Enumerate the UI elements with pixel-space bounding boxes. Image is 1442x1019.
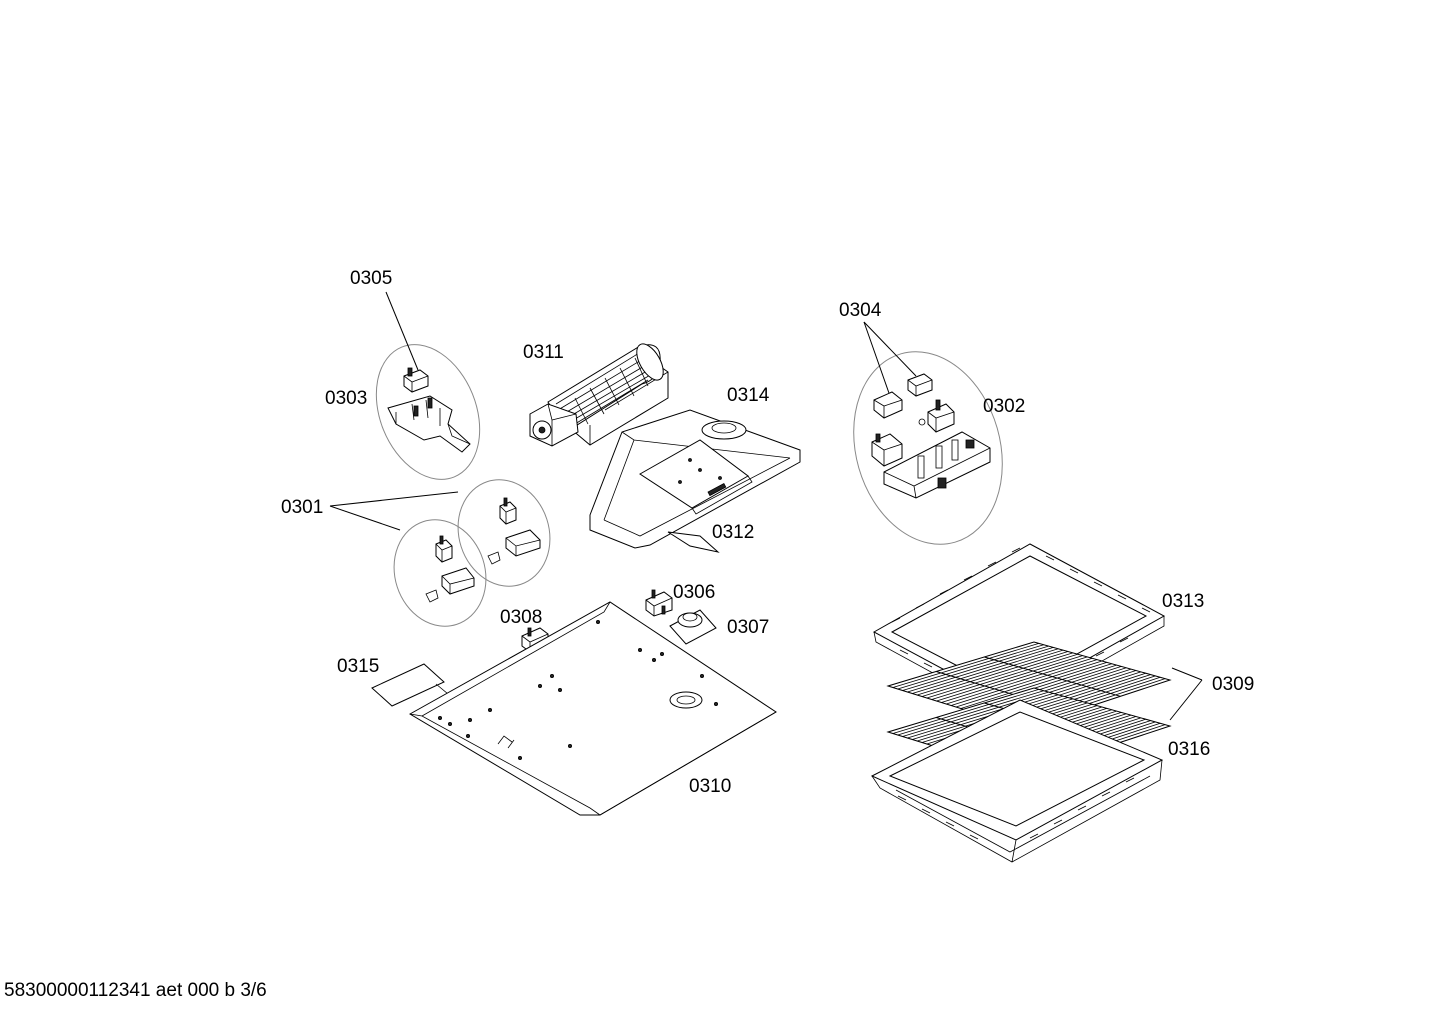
- label-0305: 0305: [350, 268, 392, 289]
- part-group-0302-0304: [853, 321, 1003, 545]
- rack-wire: [917, 649, 1064, 696]
- label-0308: 0308: [500, 607, 542, 628]
- fan-motor-0311: [529, 343, 669, 447]
- rack-wire: [907, 647, 1054, 693]
- rack-wire: [946, 657, 1093, 705]
- switch-0304b-icon: [907, 373, 933, 397]
- label-0301: 0301: [281, 497, 323, 518]
- label-0303: 0303: [325, 388, 367, 409]
- rack-wire: [902, 645, 1049, 691]
- label-0310: 0310: [689, 776, 731, 797]
- label-0302: 0302: [983, 396, 1025, 417]
- rack-wire: [902, 691, 1049, 737]
- switch-0302b-icon: [871, 433, 903, 467]
- rack-wire: [892, 688, 1039, 734]
- rack-wire: [931, 653, 1078, 700]
- label-0307: 0307: [727, 617, 769, 638]
- label-0309: 0309: [1212, 674, 1254, 695]
- switch-0305-icon: [403, 367, 429, 393]
- rack-wire: [955, 660, 1103, 708]
- label-0316: 0316: [1168, 739, 1210, 760]
- deep-tray-0316: [870, 699, 1164, 863]
- label-0313: 0313: [1162, 591, 1204, 612]
- rack-wire: [936, 655, 1083, 702]
- rack-wire: [892, 642, 1039, 688]
- rack-crossbar: [984, 656, 1121, 697]
- deep-tray-perforations: [897, 777, 1135, 840]
- rack-wire: [921, 651, 1069, 697]
- switch-0306-icon: [645, 589, 673, 617]
- fan-blades: [555, 349, 653, 431]
- switch-0301b-icon: [425, 535, 475, 603]
- switch-0304a-icon: [873, 391, 903, 419]
- label-0315: 0315: [337, 656, 379, 677]
- rack-wire: [912, 694, 1059, 740]
- label-0314: 0314: [727, 385, 770, 406]
- rack-wire: [926, 652, 1073, 699]
- base-panel-0310: [408, 601, 777, 816]
- document-footer: 58300000112341 aet 000 b 3/6: [4, 980, 267, 1001]
- rack-wire: [941, 656, 1088, 703]
- rack-wire: [960, 661, 1107, 709]
- rack-wire: [897, 644, 1044, 690]
- label-0306: 0306: [673, 582, 715, 603]
- part-group-0301: [329, 479, 551, 627]
- label-0311: 0311: [523, 342, 564, 363]
- switch-0301a-icon: [487, 497, 541, 565]
- duct-cover-0314: [589, 409, 801, 549]
- rack-wire: [907, 693, 1054, 739]
- thermostat-0307-icon: [669, 609, 717, 645]
- plate-0312: [667, 531, 720, 553]
- rack-wire: [912, 648, 1059, 694]
- bracket-0302-icon: [883, 431, 991, 499]
- switch-0302a-icon: [918, 399, 955, 433]
- part-group-0303-0305: [375, 291, 481, 480]
- bracket-0303-icon: [387, 395, 471, 453]
- label-0304: 0304: [839, 300, 882, 321]
- rack-wire: [897, 690, 1044, 736]
- rack-wire: [951, 659, 1098, 706]
- label-0312: 0312: [712, 522, 754, 543]
